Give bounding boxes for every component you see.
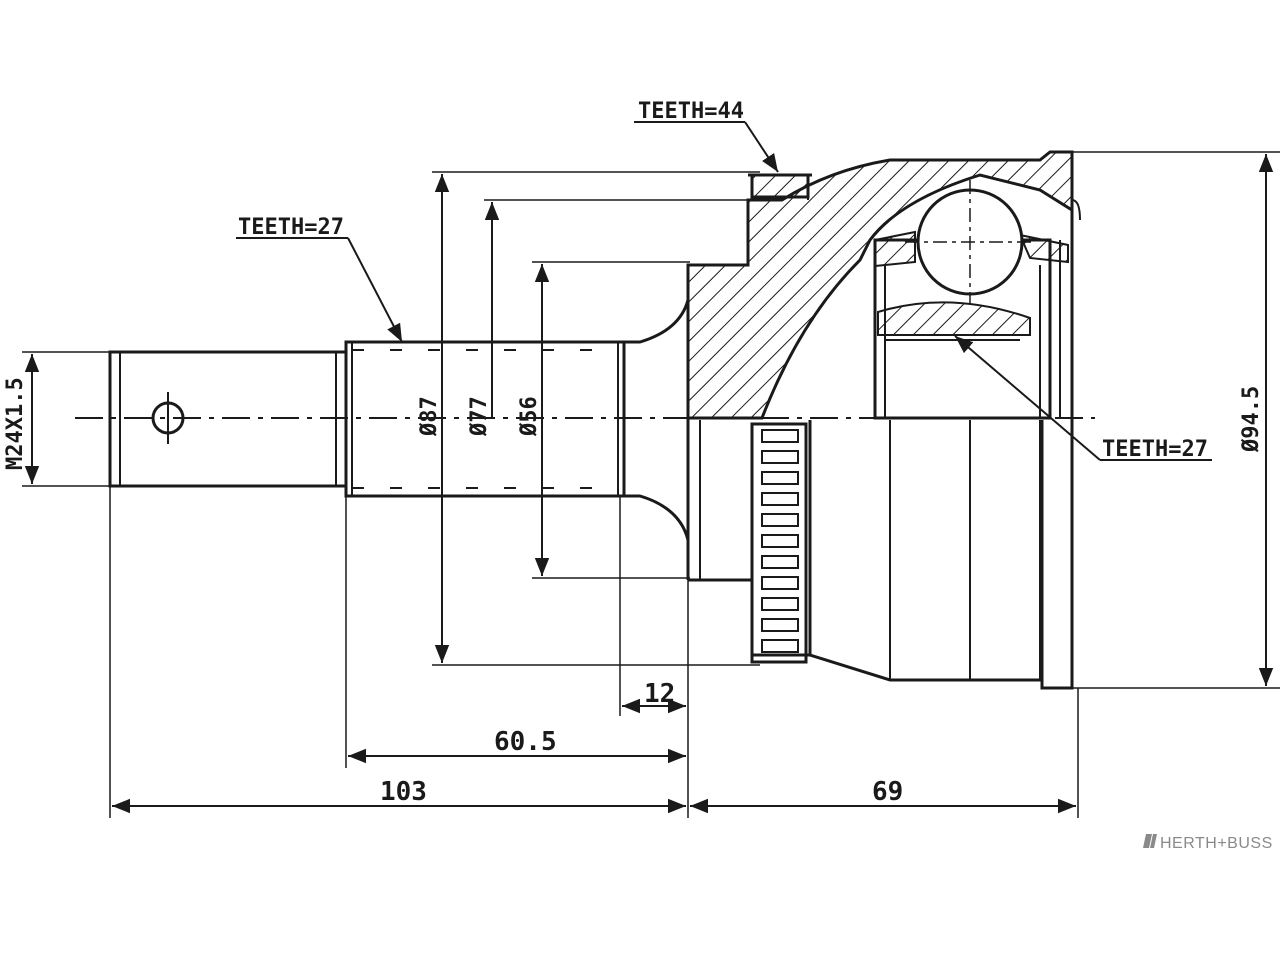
abs-ring-outline <box>750 422 808 664</box>
abs-tooth <box>761 597 799 611</box>
abs-tooth <box>761 555 799 569</box>
abs-tooth <box>761 429 799 443</box>
brand-name: HERTH+BUSS <box>1160 835 1273 852</box>
label-dia-87: Ø87 <box>417 396 442 437</box>
threaded-stub <box>108 350 348 488</box>
abs-tooth <box>761 576 799 590</box>
label-teeth-right: TEETH=27 <box>1102 437 1208 462</box>
label-dia-77: Ø77 <box>467 396 492 437</box>
splined-shaft <box>344 340 626 498</box>
label-dia-56: Ø56 <box>517 396 542 437</box>
housing-lower-body <box>686 418 1041 680</box>
housing-section-hatched <box>686 150 1074 420</box>
label-dia-94-5: Ø94.5 <box>1239 386 1264 453</box>
joint-internals <box>873 180 1069 420</box>
herth-buss-logo-icon <box>1143 834 1157 848</box>
leader-lines <box>236 121 1212 461</box>
abs-tooth <box>761 618 799 632</box>
abs-tooth <box>761 492 799 506</box>
dimension-lines <box>22 151 1280 818</box>
abs-tooth <box>761 513 799 527</box>
label-len-12: 12 <box>644 679 675 709</box>
label-thread: M24X1.5 <box>3 377 28 470</box>
brand-watermark: HERTH+BUSS <box>1143 834 1273 852</box>
label-len-69: 69 <box>872 777 903 807</box>
abs-tooth <box>761 534 799 548</box>
label-teeth-left: TEETH=27 <box>238 215 344 240</box>
label-len-60-5: 60.5 <box>494 727 557 757</box>
abs-tooth <box>761 639 799 653</box>
abs-ring-top <box>748 173 812 199</box>
abs-tooth <box>761 471 799 485</box>
shaft-neck <box>624 299 690 541</box>
abs-tooth <box>761 450 799 464</box>
abs-ring-teeth <box>750 422 808 664</box>
inner-race-hatched <box>877 301 1031 336</box>
label-len-103: 103 <box>380 777 427 807</box>
label-teeth-top: TEETH=44 <box>638 99 744 124</box>
